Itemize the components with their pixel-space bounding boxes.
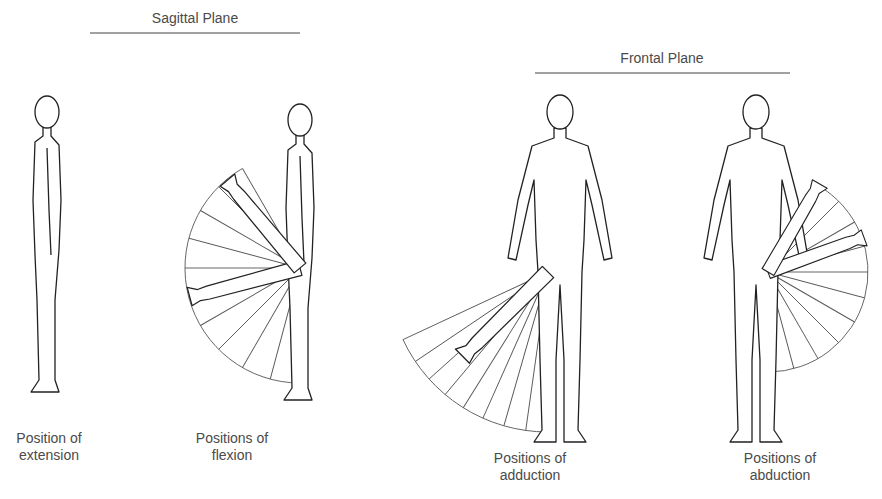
abduction-fan (768, 185, 868, 372)
heading-rule (535, 73, 790, 74)
raised-leg (455, 264, 554, 363)
position-caption: Positions of adduction (475, 450, 585, 484)
side-figure (31, 96, 61, 392)
position-caption: Position of extension (3, 430, 95, 464)
position-caption: Positions of flexion (177, 430, 287, 464)
plane-heading: Sagittal Plane (95, 10, 295, 27)
heading-rule (90, 33, 300, 34)
position-caption: Positions of abduction (725, 450, 835, 484)
plane-heading: Frontal Plane (562, 50, 762, 67)
raised-leg (187, 174, 308, 306)
raised-leg (761, 180, 867, 281)
front-figure (508, 95, 612, 442)
